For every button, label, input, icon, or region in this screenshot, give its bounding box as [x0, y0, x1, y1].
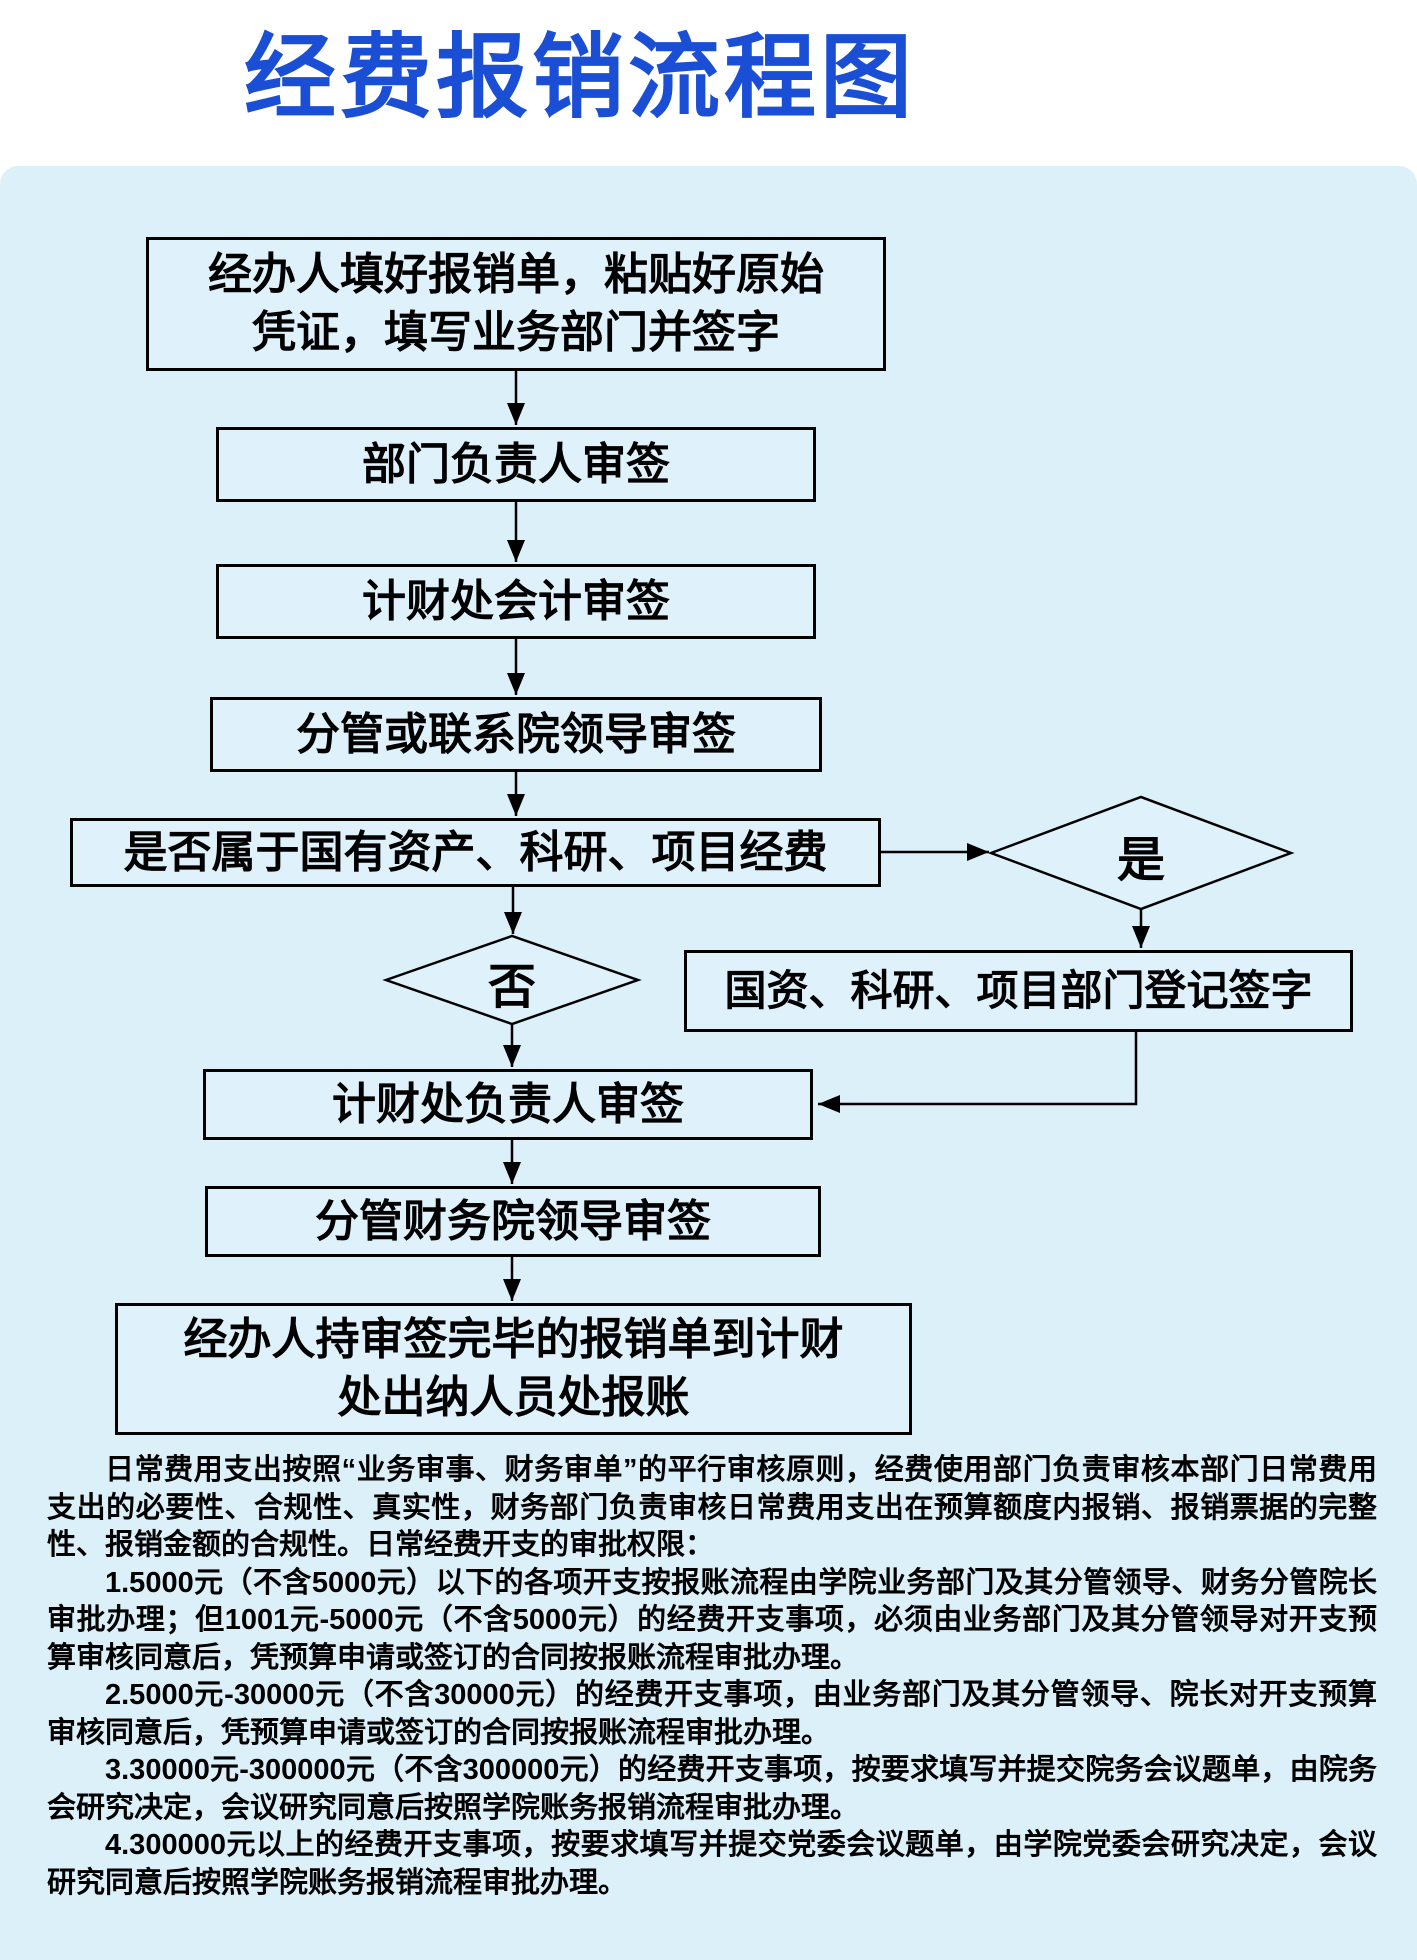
- flow-node-register-label: 国资、科研、项目部门登记签字: [724, 967, 1313, 1014]
- notes-block: 日常费用支出按照“业务审事、财务审单”的平行审核原则，经费使用部门负责审核本部门…: [47, 1452, 1377, 1902]
- flow-node-start-line2: 凭证，填写业务部门并签字: [252, 308, 780, 357]
- notes-paragraph-principle: 日常费用支出按照“业务审事、财务审单”的平行审核原则，经费使用部门负责审核本部门…: [47, 1454, 1377, 1561]
- flow-node-accountant-label: 计财处会计审签: [362, 576, 670, 626]
- notes-paragraph-rule3: 3.30000元-300000元（不含300000元）的经费开支事项，按要求填写…: [47, 1754, 1377, 1824]
- flow-node-finance-head: 计财处负责人审签: [203, 1069, 813, 1140]
- page-title: 经费报销流程图: [243, 27, 916, 129]
- flow-node-college-vice-label: 分管或联系院领导审签: [296, 709, 736, 759]
- flow-node-dept-head-label: 部门负责人审签: [362, 439, 670, 489]
- flow-node-accountant: 计财处会计审签: [216, 564, 816, 639]
- notes-paragraph-rule4: 4.300000元以上的经费开支事项，按要求填写并提交党委会议题单，由学院党委会…: [47, 1829, 1377, 1899]
- flow-node-start: 经办人填好报销单，粘贴好原始 凭证，填写业务部门并签字: [146, 237, 886, 371]
- flow-node-finance-vice-label: 分管财务院领导审签: [315, 1196, 711, 1246]
- flow-node-question-label: 是否属于国有资产、科研、项目经费: [123, 827, 828, 877]
- flow-node-end-line1: 经办人持审签完毕的报销单到计财: [183, 1315, 844, 1364]
- yes-diamond-label: 是: [1116, 834, 1166, 887]
- notes-paragraph-rule2: 2.5000元-30000元（不含30000元）的经费开支事项，由业务部门及其分…: [47, 1679, 1377, 1749]
- no-diamond-label: 否: [487, 961, 537, 1014]
- flow-node-register: 国资、科研、项目部门登记签字: [684, 950, 1353, 1032]
- flow-node-dept-head: 部门负责人审签: [216, 427, 816, 502]
- flow-node-question: 是否属于国有资产、科研、项目经费: [70, 818, 881, 887]
- flow-node-finance-head-label: 计财处负责人审签: [332, 1079, 684, 1129]
- flow-node-end-line2: 处出纳人员处报账: [337, 1373, 690, 1422]
- notes-paragraph-rule1: 1.5000元（不含5000元）以下的各项开支按报账流程由学院业务部门及其分管领…: [47, 1566, 1377, 1674]
- flow-node-end: 经办人持审签完毕的报销单到计财 处出纳人员处报账: [115, 1303, 912, 1435]
- flow-node-start-line1: 经办人填好报销单，粘贴好原始: [208, 250, 824, 299]
- flow-node-finance-vice: 分管财务院领导审签: [205, 1186, 821, 1257]
- flow-node-college-vice: 分管或联系院领导审签: [210, 697, 822, 772]
